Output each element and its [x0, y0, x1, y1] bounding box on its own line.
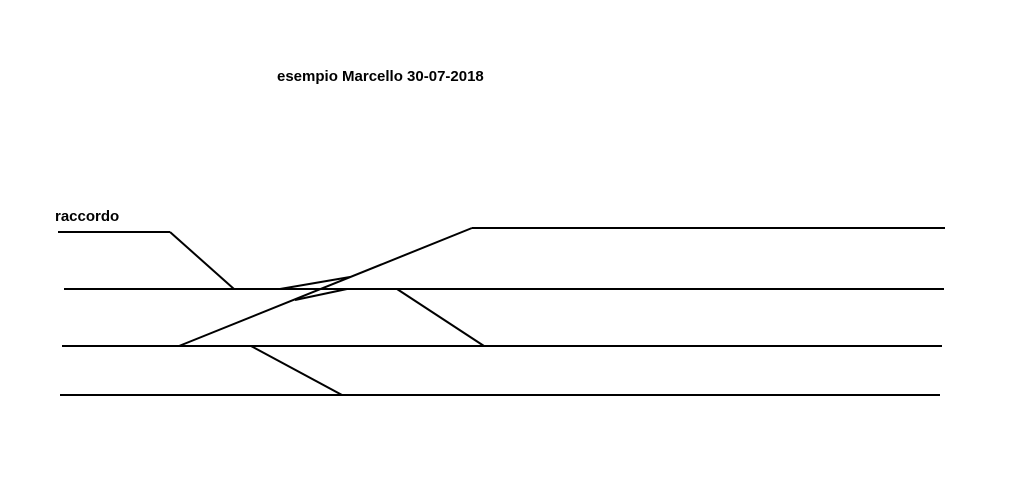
track-2-to-upper-right	[178, 227, 473, 347]
raccordo-label: raccordo	[55, 208, 120, 225]
crossover-lower	[294, 288, 348, 301]
track-2-to-track-3	[250, 345, 343, 396]
track-1-to-track-2	[396, 288, 485, 347]
raccordo-to-track-1	[169, 231, 235, 290]
diagram-title: esempio Marcello 30-07-2018	[277, 68, 484, 85]
crossover-upper	[279, 276, 351, 290]
